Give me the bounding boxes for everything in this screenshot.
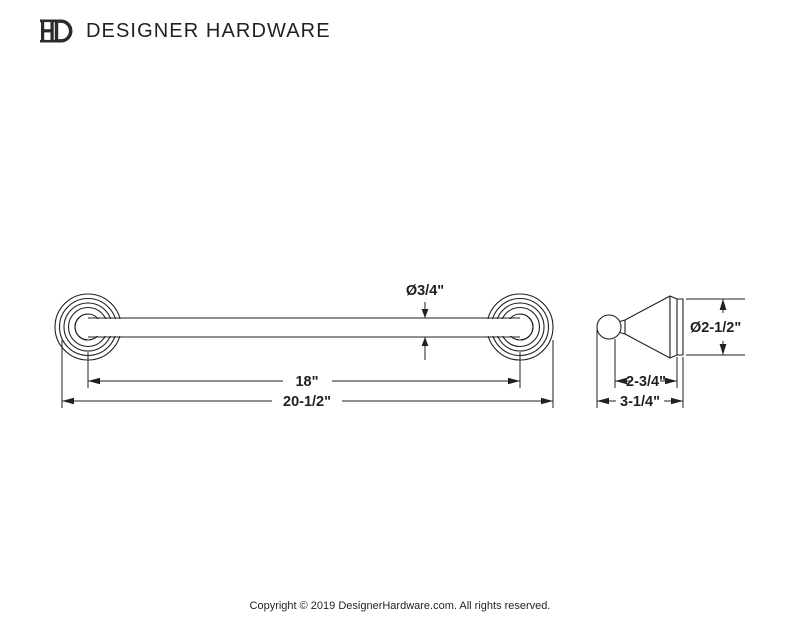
center-to-center-dimension: 18" — [87, 352, 521, 390]
bar-diameter-dimension: Ø3/4" — [406, 283, 444, 360]
page-header: DESIGNER HARDWARE — [0, 0, 800, 60]
hd-monogram-logo-icon — [40, 19, 73, 43]
post-projection-label: 2-3/4" — [626, 374, 666, 390]
overall-projection-label: 3-1/4" — [620, 394, 660, 410]
base-diameter-label: Ø2-1/2" — [690, 320, 741, 336]
overall-length-label: 20-1/2" — [283, 394, 331, 410]
overall-length-dimension: 20-1/2" — [61, 340, 554, 410]
base-diameter-dimension: Ø2-1/2" — [686, 298, 745, 356]
bar-diameter-label: Ø3/4" — [406, 283, 444, 299]
towel-bar-tube — [87, 317, 521, 338]
escutcheon-body — [617, 295, 684, 359]
escutcheon-side-view: Ø2-1/2" 2-3/4" 3-1/4" — [596, 295, 745, 410]
overall-projection-dimension: 3-1/4" — [596, 330, 684, 410]
brand-name: DESIGNER HARDWARE — [86, 20, 331, 42]
center-to-center-label: 18" — [295, 374, 318, 390]
towel-bar-front-view: Ø3/4" 18" 20-1/2" — [54, 283, 554, 410]
copyright-notice: Copyright © 2019 DesignerHardware.com. A… — [249, 600, 551, 612]
post-projection-dimension: 2-3/4" — [614, 339, 678, 390]
right-rosette — [480, 293, 554, 361]
left-rosette — [54, 293, 128, 361]
escutcheon-ball-finial — [596, 314, 622, 340]
